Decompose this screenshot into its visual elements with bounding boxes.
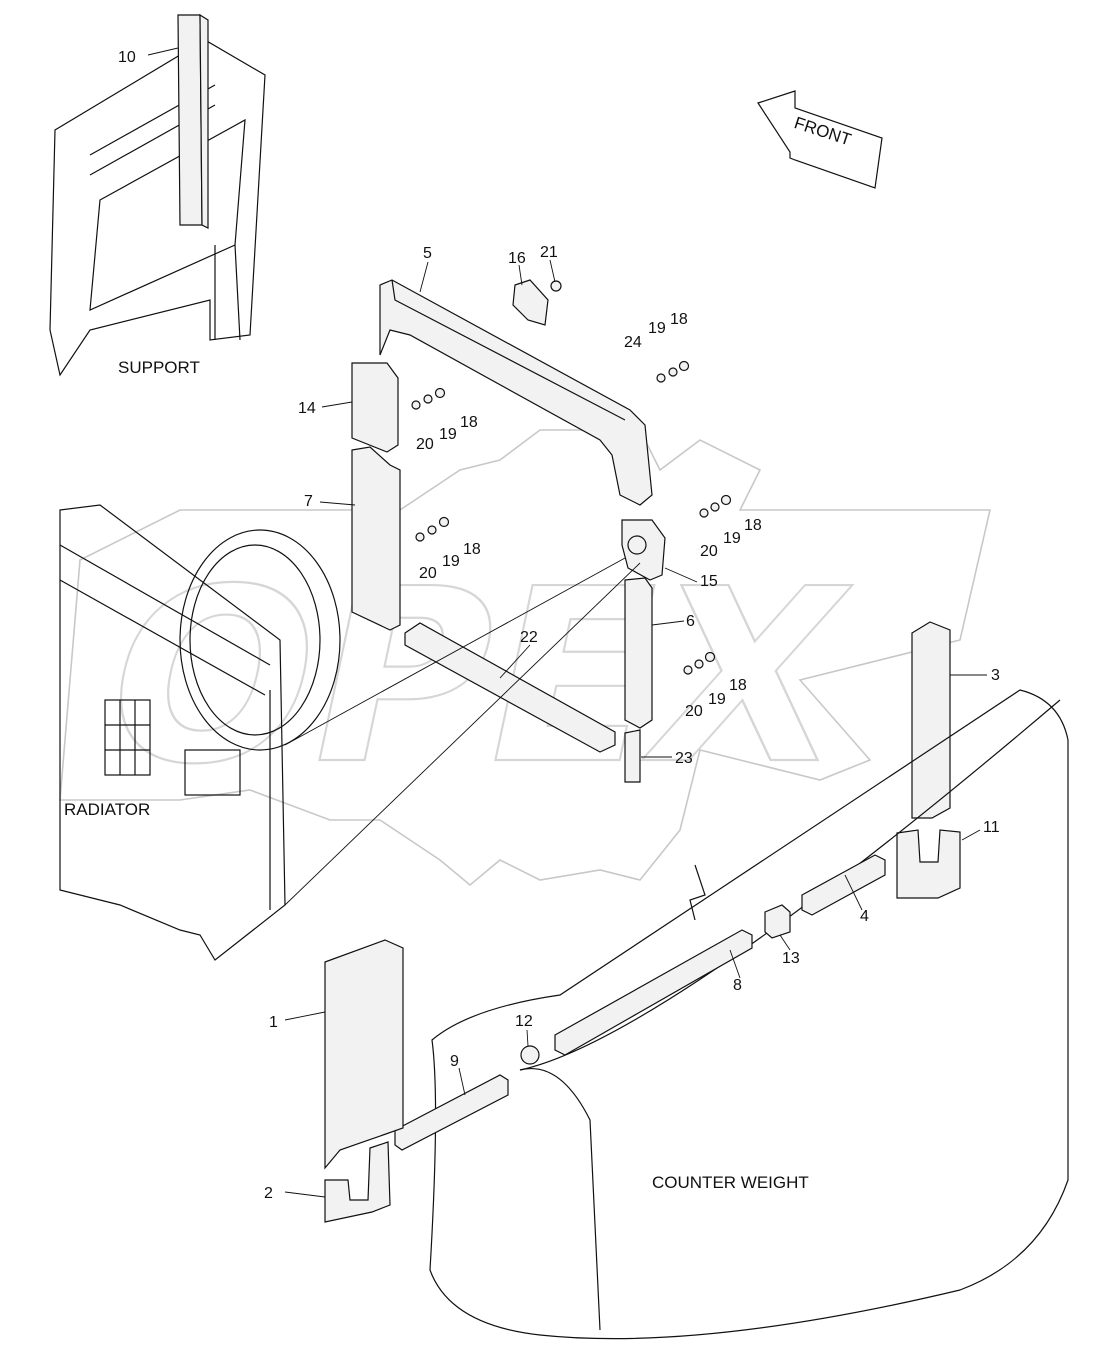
fastener-stack-7 bbox=[415, 516, 450, 542]
part-14 bbox=[351, 362, 399, 453]
front-direction-arrow: FRONT bbox=[757, 90, 883, 189]
part-16-plate bbox=[512, 279, 562, 326]
support-assembly bbox=[49, 13, 266, 377]
callout-20-14: 20 bbox=[416, 436, 434, 453]
part-7 bbox=[351, 446, 401, 631]
part-2 bbox=[324, 1141, 391, 1223]
callout-19-top: 19 bbox=[648, 320, 666, 337]
callout-1: 1 bbox=[269, 1014, 278, 1031]
fastener-stack-top bbox=[656, 360, 690, 383]
callout-18-14: 18 bbox=[460, 414, 478, 431]
callout-18-7: 18 bbox=[463, 541, 481, 558]
part-11 bbox=[896, 829, 961, 899]
part-3 bbox=[911, 621, 951, 819]
callout-18-top: 18 bbox=[670, 311, 688, 328]
callout-9: 9 bbox=[450, 1053, 459, 1070]
callout-19-6: 19 bbox=[708, 691, 726, 708]
part-4-beam bbox=[801, 854, 886, 916]
callout-10: 10 bbox=[118, 49, 136, 66]
fastener-stack-14 bbox=[411, 387, 446, 410]
part-10 bbox=[177, 14, 203, 226]
radiator-label: RADIATOR bbox=[64, 800, 150, 819]
callout-22: 22 bbox=[520, 629, 538, 646]
callout-12: 12 bbox=[515, 1013, 533, 1030]
callout-18-15: 18 bbox=[744, 517, 762, 534]
radiator-assembly bbox=[59, 504, 341, 961]
part-15-bracket bbox=[621, 519, 666, 581]
callout-23: 23 bbox=[675, 750, 693, 767]
part-23-block bbox=[624, 729, 641, 783]
part-13-block bbox=[764, 904, 791, 939]
callout-2: 2 bbox=[264, 1185, 273, 1202]
callout-13: 13 bbox=[782, 950, 800, 967]
part-1 bbox=[324, 939, 404, 1170]
callout-7: 7 bbox=[304, 493, 313, 510]
callout-15: 15 bbox=[700, 573, 718, 590]
callout-14: 14 bbox=[298, 400, 316, 417]
watermark: OPEX bbox=[59, 429, 992, 887]
part-22-bar bbox=[404, 622, 616, 753]
callout-24: 24 bbox=[624, 334, 642, 351]
callout-11: 11 bbox=[983, 819, 1000, 836]
fastener-stack-6 bbox=[683, 651, 716, 675]
support-label: SUPPORT bbox=[118, 358, 200, 377]
part-5-upper-frame bbox=[379, 279, 653, 506]
callout-20-7: 20 bbox=[419, 565, 437, 582]
callout-18-6: 18 bbox=[729, 677, 747, 694]
callout-21: 21 bbox=[540, 244, 558, 261]
part-8-beam bbox=[554, 929, 753, 1056]
callout-6: 6 bbox=[686, 613, 695, 630]
part-9-bar bbox=[394, 1074, 509, 1151]
callout-3: 3 bbox=[991, 667, 1000, 684]
callout-16: 16 bbox=[508, 250, 526, 267]
fastener-stack-15 bbox=[699, 494, 732, 518]
callout-20-15: 20 bbox=[700, 543, 718, 560]
callout-4: 4 bbox=[860, 908, 869, 925]
callout-19-15: 19 bbox=[723, 530, 741, 547]
front-label: FRONT bbox=[792, 113, 854, 149]
callout-5: 5 bbox=[423, 245, 432, 262]
part-6 bbox=[624, 577, 653, 729]
part-12 bbox=[520, 1045, 540, 1065]
callout-8: 8 bbox=[733, 977, 742, 994]
callout-20-6: 20 bbox=[685, 703, 703, 720]
leader-lines bbox=[147, 47, 987, 1198]
callout-19-14: 19 bbox=[439, 426, 457, 443]
counter-weight-label: COUNTER WEIGHT bbox=[652, 1173, 809, 1192]
callout-19-7: 19 bbox=[442, 553, 460, 570]
